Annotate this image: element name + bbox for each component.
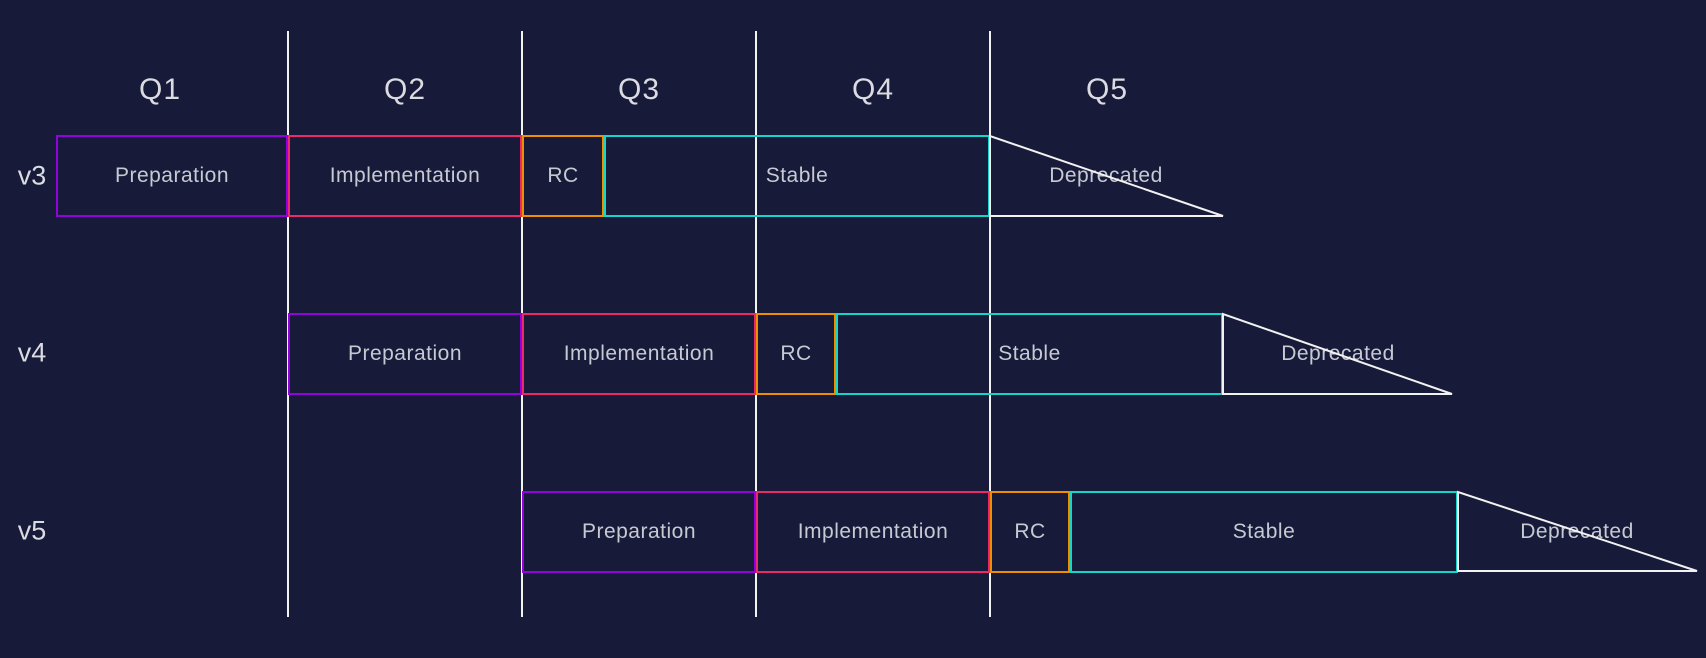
v3-stable-box: Stable bbox=[604, 135, 990, 217]
v3-deprecated-label: Deprecated bbox=[1049, 164, 1163, 187]
phase-label: Stable bbox=[998, 342, 1061, 365]
v3-rc-box: RC bbox=[522, 135, 604, 217]
version-label-v3: v3 bbox=[17, 160, 47, 191]
v4-preparation-box: Preparation bbox=[288, 313, 522, 395]
quarter-label-q3: Q3 bbox=[617, 73, 661, 106]
phase-label: Implementation bbox=[329, 164, 481, 187]
quarter-label-q5: Q5 bbox=[1085, 73, 1129, 106]
phase-label: Stable bbox=[765, 164, 829, 187]
v3-implementation-box: Implementation bbox=[288, 135, 522, 217]
v5-stable-box: Stable bbox=[1070, 491, 1458, 573]
phase-label: Stable bbox=[1232, 520, 1296, 543]
version-label-v5: v5 bbox=[17, 515, 47, 546]
phase-label: RC bbox=[780, 342, 812, 365]
phase-label: Preparation bbox=[581, 520, 697, 543]
v4-deprecated-label: Deprecated bbox=[1281, 342, 1395, 365]
quarter-label-q2: Q2 bbox=[383, 73, 427, 106]
v5-implementation-box: Implementation bbox=[756, 491, 990, 573]
phase-label: Implementation bbox=[797, 520, 949, 543]
v5-deprecated-label: Deprecated bbox=[1520, 520, 1634, 543]
phase-label: RC bbox=[547, 164, 579, 187]
phase-label: Preparation bbox=[347, 342, 463, 365]
quarter-label-q4: Q4 bbox=[851, 73, 895, 106]
v5-preparation-box: Preparation bbox=[522, 491, 756, 573]
v4-implementation-box: Implementation bbox=[522, 313, 756, 395]
phase-label: RC bbox=[1014, 520, 1046, 543]
phase-label: Preparation bbox=[114, 164, 230, 187]
quarter-separator-line-4 bbox=[989, 31, 991, 617]
quarter-label-q1: Q1 bbox=[138, 73, 182, 106]
phase-label: Implementation bbox=[563, 342, 715, 365]
v4-stable-box: Stable bbox=[836, 313, 1223, 395]
v5-rc-box: RC bbox=[990, 491, 1070, 573]
version-label-v4: v4 bbox=[17, 337, 47, 368]
v3-preparation-box: Preparation bbox=[56, 135, 288, 217]
v4-rc-box: RC bbox=[756, 313, 836, 395]
